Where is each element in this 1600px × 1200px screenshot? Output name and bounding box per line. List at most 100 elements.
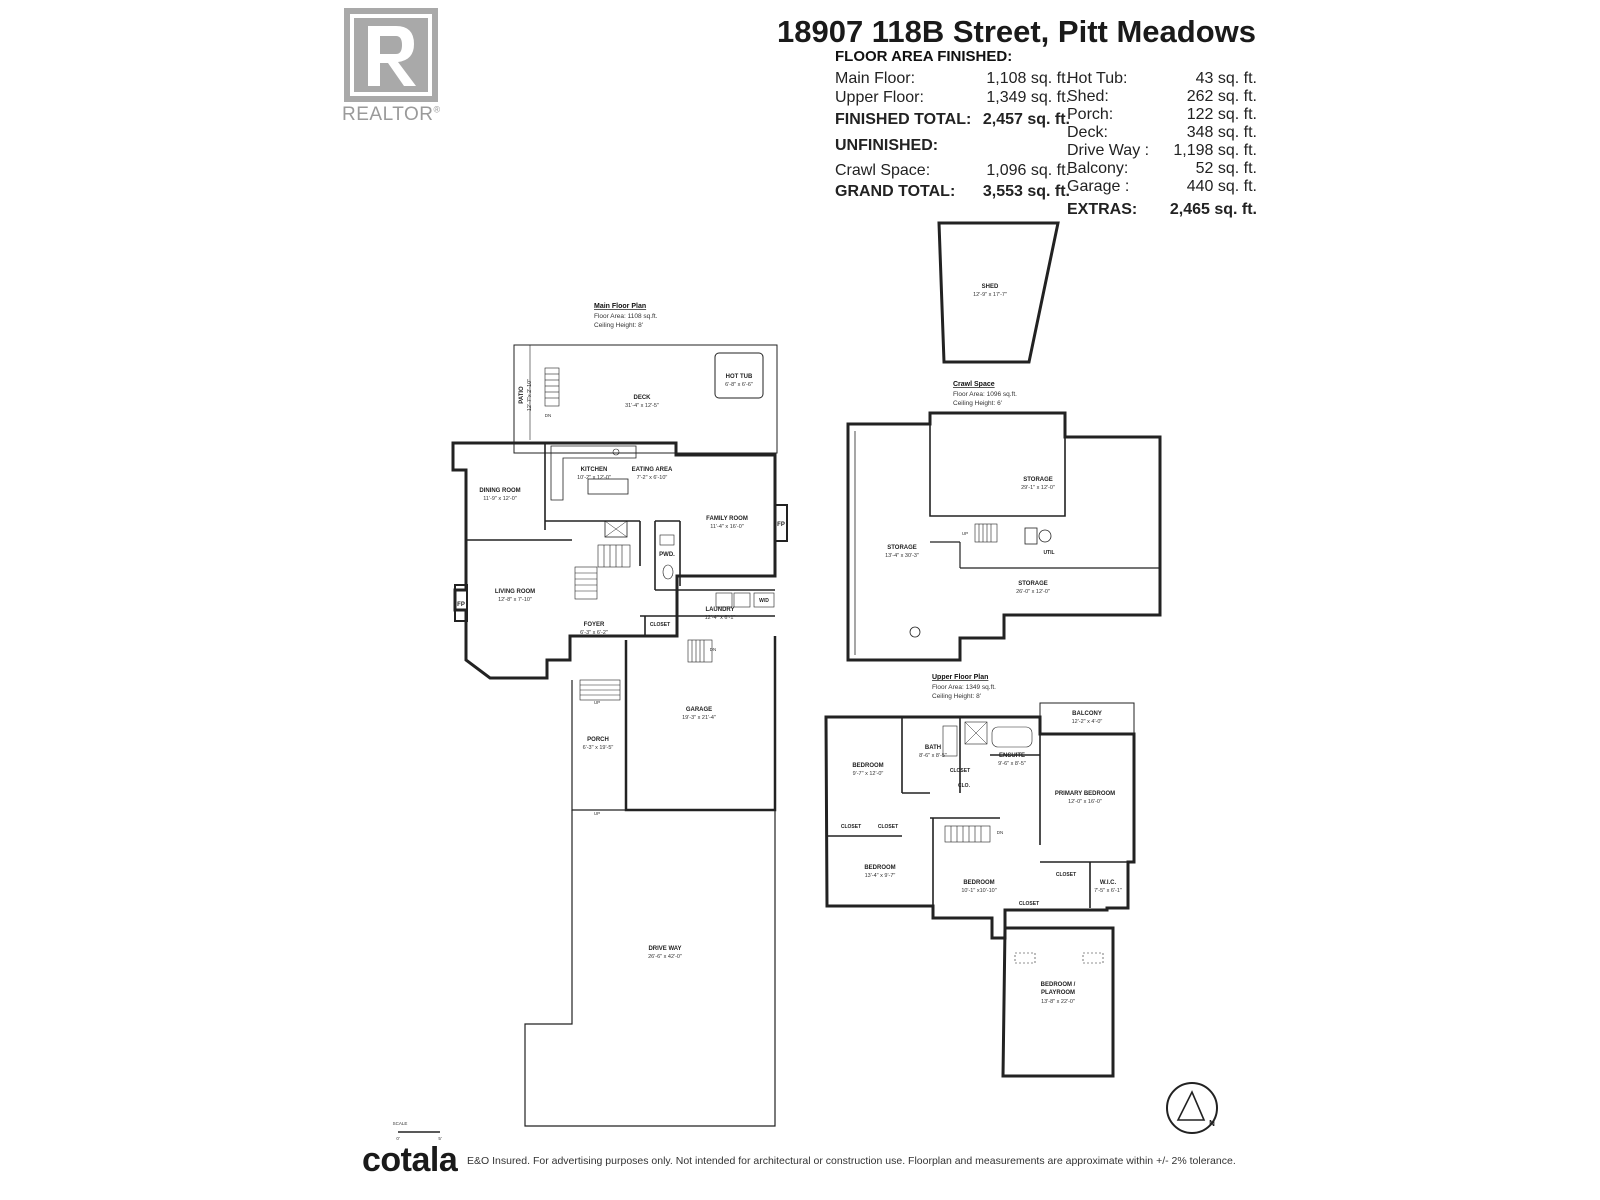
crawl-space-plan	[846, 411, 1162, 662]
bedroom3-dim: 10'-1" x10'-10"	[961, 888, 996, 894]
cotala-brand: cotala	[362, 1141, 458, 1179]
garage-label: GARAGE	[686, 707, 712, 713]
laundry-dim: 12'-4" x 6'-1"	[705, 615, 736, 621]
storage3-dim: 26'-0" x 12'-0"	[1016, 589, 1050, 595]
storage2-label: STORAGE	[887, 545, 917, 551]
ensuite-dim: 9'-6" x 8'-5"	[998, 761, 1026, 767]
dining-room-label: DINING ROOM	[479, 488, 520, 494]
hot-tub-dim: 6'-8" x 6'-6"	[725, 382, 753, 388]
playroom-dim: 13'-8" x 22'-0"	[1041, 999, 1075, 1005]
realtor-r-icon	[350, 14, 432, 96]
upper-clo-label: CLO.	[958, 783, 971, 789]
driveway-dim: 26'-6" x 42'-0"	[648, 954, 682, 960]
eating-area-label: EATING AREA	[632, 467, 673, 473]
main-stairs	[574, 544, 631, 600]
porch-dim: 6'-3" x 19'-5"	[583, 745, 614, 751]
storage3-label: STORAGE	[1018, 581, 1048, 587]
north-label: N	[1209, 1119, 1215, 1128]
hot-tub-outline	[714, 352, 764, 399]
upper-closet-1: CLOSET	[841, 824, 861, 830]
deck-label: DECK	[633, 395, 651, 401]
main-floor-area: Floor Area: 1108 sq.ft.	[594, 313, 658, 320]
porch-up-label: UP	[594, 700, 600, 705]
storage1-dim: 29'-1" x 12'-0"	[1021, 485, 1055, 491]
balcony-label: BALCONY	[1072, 711, 1102, 717]
upper-closet-5: CLOSET	[1019, 901, 1039, 907]
upper-floor-plan	[824, 702, 1136, 1078]
porch-label: PORCH	[587, 737, 609, 743]
bedroom2-dim: 13'-4" x 9'-7"	[865, 873, 896, 879]
kitchen-dim: 10'-2" x 12'-0"	[577, 475, 611, 481]
bedroom1-dim: 9'-7" x 12'-0"	[853, 771, 884, 777]
family-room-dim: 11'-4" x 16'-0"	[710, 524, 743, 530]
realtor-wordmark: REALTOR®	[342, 104, 441, 125]
primary-bedroom-label: PRIMARY BEDROOM	[1055, 791, 1115, 797]
family-room-label: FAMILY ROOM	[706, 516, 748, 522]
family-fp-label: FP	[777, 522, 785, 528]
driveway-label: DRIVE WAY	[648, 946, 681, 952]
balcony-outline	[1039, 702, 1135, 735]
scale-five: 5'	[438, 1136, 442, 1141]
main-closet-label: CLOSET	[650, 622, 670, 628]
garage-stairs	[687, 639, 713, 663]
garage-outline	[624, 636, 777, 812]
upper-stairs	[944, 825, 991, 843]
bedroom3-label: BEDROOM	[963, 880, 994, 886]
driveway-up-label: UP	[594, 811, 600, 816]
upper-closet-2: CLOSET	[878, 824, 898, 830]
garage-dn-label: DN	[710, 647, 717, 652]
deck-outline	[513, 344, 778, 454]
upper-outline-north	[824, 715, 1136, 940]
crawl-up-label: UP	[962, 531, 968, 536]
bedroom2-label: BEDROOM	[864, 865, 895, 871]
storage2-dim: 13'-4" x 30'-3"	[885, 553, 919, 559]
kitchen-label: KITCHEN	[581, 467, 608, 473]
crawl-ceiling: Ceiling Height: 6'	[953, 400, 1002, 407]
crawl-outline	[846, 411, 1162, 662]
crawl-title: Crawl Space	[953, 381, 995, 388]
floor-area-heading: FLOOR AREA FINISHED:	[835, 48, 1013, 65]
realtor-logo	[344, 8, 438, 102]
wic-label: W.I.C.	[1100, 880, 1117, 886]
ensuite-label: ENSUITE	[999, 753, 1025, 759]
foyer-dim: 6'-3" x 6'-2"	[580, 630, 608, 636]
living-fp-label: FP	[457, 602, 465, 608]
main-house-outline	[451, 441, 777, 680]
shed-dim: 12'-9" x 17'-7"	[973, 292, 1007, 298]
deck-dim: 31'-4" x 12'-5"	[625, 403, 659, 409]
porch-stairs	[579, 679, 621, 701]
crawl-area: Floor Area: 1096 sq.ft.	[953, 391, 1017, 398]
dining-room-dim: 11'-9" x 12'-0"	[483, 496, 516, 502]
scale-label: SCALE	[393, 1121, 408, 1126]
kitchen-island	[587, 478, 629, 495]
upper-closet-4: CLOSET	[1056, 872, 1076, 878]
patio-stairs	[544, 367, 560, 407]
patio-label: PATIO	[519, 386, 525, 404]
driveway-outline	[524, 810, 776, 1127]
property-address-title: 18907 118B Street, Pitt Meadows	[776, 14, 1256, 49]
upper-floor-area: Floor Area: 1349 sq.ft.	[932, 684, 996, 691]
bath-label: BATH	[925, 745, 941, 751]
hot-tub-label: HOT TUB	[726, 374, 753, 380]
upper-floor-ceiling: Ceiling Height: 8'	[932, 693, 981, 700]
kitchen-counter	[550, 445, 637, 501]
util-label: UTIL	[1043, 550, 1054, 556]
foyer-label: FOYER	[584, 622, 605, 628]
balcony-dim: 12'-2" x 4'-0"	[1072, 719, 1103, 725]
scale-zero: 0'	[396, 1136, 400, 1141]
living-room-dim: 12'-8" x 7'-10"	[498, 597, 532, 603]
playroom-label-line2: PLAYROOM	[1041, 990, 1075, 996]
shed-label: SHED	[982, 284, 999, 290]
laundry-label: LAUNDRY	[705, 607, 734, 613]
area-table: Main Floor: 1,108 sq. ft. Upper Floor: 1…	[835, 70, 1257, 218]
garage-dim: 19'-3" x 21'-4"	[682, 715, 716, 721]
storage1-label: STORAGE	[1023, 477, 1053, 483]
bath-dim: 8'-6" x 8'-5"	[919, 753, 947, 759]
bedroom1-label: BEDROOM	[852, 763, 883, 769]
main-floor-plan	[451, 344, 788, 1127]
family-fireplace	[774, 504, 788, 542]
patio-dim: 12'-7"x 2'-10"	[527, 379, 533, 411]
upper-closet-3: CLOSET	[950, 768, 970, 774]
upper-floor-title: Upper Floor Plan	[932, 674, 988, 681]
